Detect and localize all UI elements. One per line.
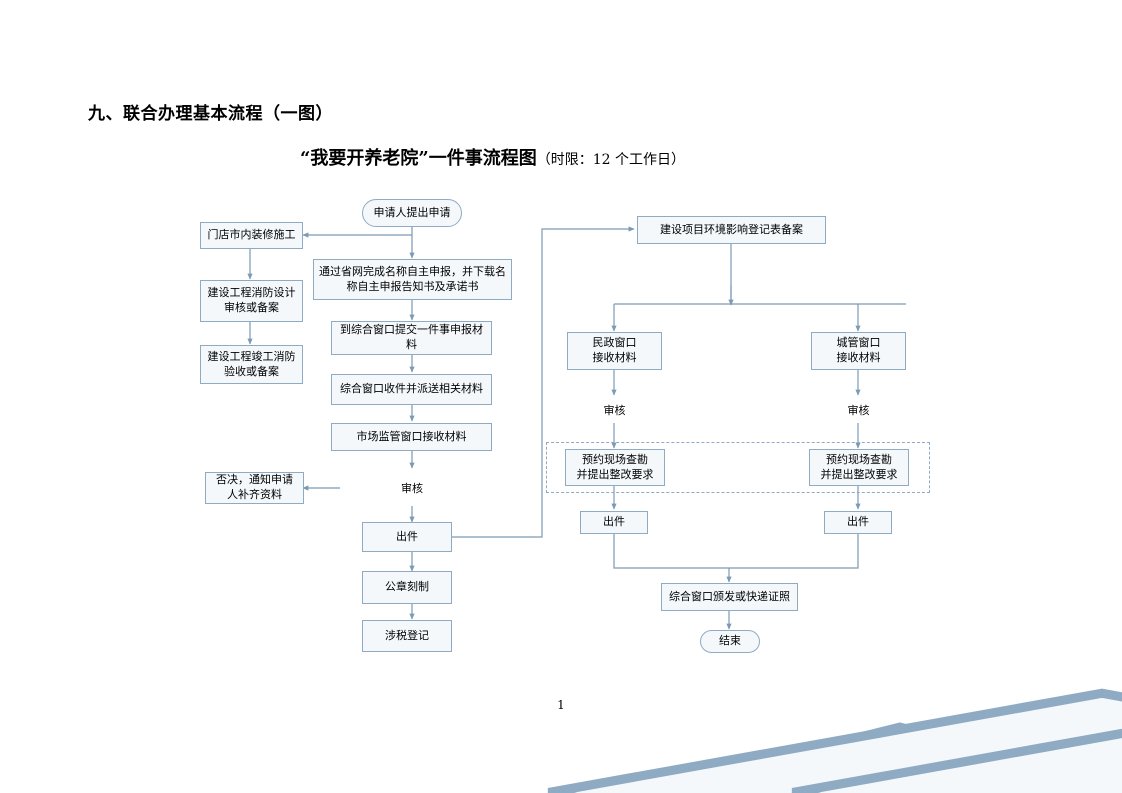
node-issue-civil: 出件 [580, 511, 648, 534]
node-environmental-record: 建设项目环境影响登记表备案 [637, 216, 826, 244]
page-title-main: “我要开养老院”一件事流程图 [300, 148, 537, 169]
node-decor: 门店市内装修施工 [200, 222, 303, 249]
survey-group-box [546, 442, 930, 493]
node-label: 审核 [401, 482, 423, 495]
node-label: 审核 [847, 404, 870, 417]
node-end: 结束 [700, 630, 760, 653]
node-review-urban: 审核 [785, 396, 1122, 793]
node-tax-registration: 涉税登记 [362, 620, 452, 652]
node-name-declaration: 通过省网完成名称自主申报，并下载名 称自主申报告知书及承诺书 [313, 259, 512, 300]
node-issue-urban: 出件 [824, 511, 892, 534]
node-start: 申请人提出申请 [362, 199, 462, 227]
node-survey-civil: 预约现场查勘 并提出整改要求 [565, 449, 665, 486]
page-number: 1 [557, 698, 565, 712]
node-issue-middle: 出件 [362, 522, 452, 552]
node-seal-engraving: 公章刻制 [362, 571, 452, 604]
node-market-receive: 市场监管窗口接收材料 [331, 423, 492, 451]
node-urban-management-receive: 城管窗口 接收材料 [811, 332, 906, 370]
node-reject: 否决，通知申请 人补齐资料 [205, 472, 304, 504]
page-title-time-limit: （时限：12 个工作日） [536, 152, 685, 168]
node-deliver-license: 综合窗口颁发或快递证照 [661, 583, 798, 611]
node-fire-acceptance: 建设工程竣工消防 验收或备案 [200, 345, 303, 384]
node-dispatch-materials: 综合窗口收件并派送相关材料 [331, 374, 492, 405]
node-civil-affairs-receive: 民政窗口 接收材料 [567, 332, 662, 370]
node-review-middle: 审核 [339, 469, 1122, 793]
node-review-civil: 审核 [541, 396, 1122, 793]
node-survey-urban: 预约现场查勘 并提出整改要求 [809, 449, 909, 486]
node-submit-materials: 到综合窗口提交一件事申报材 料 [331, 321, 492, 355]
node-label: 审核 [603, 404, 626, 417]
node-fire-design: 建设工程消防设计 审核或备案 [200, 280, 303, 322]
diamond-shape [791, 728, 1122, 793]
section-heading: 九、联合办理基本流程（一图） [88, 104, 333, 124]
page-title: “我要开养老院”一件事流程图（时限：12 个工作日） [300, 144, 685, 170]
